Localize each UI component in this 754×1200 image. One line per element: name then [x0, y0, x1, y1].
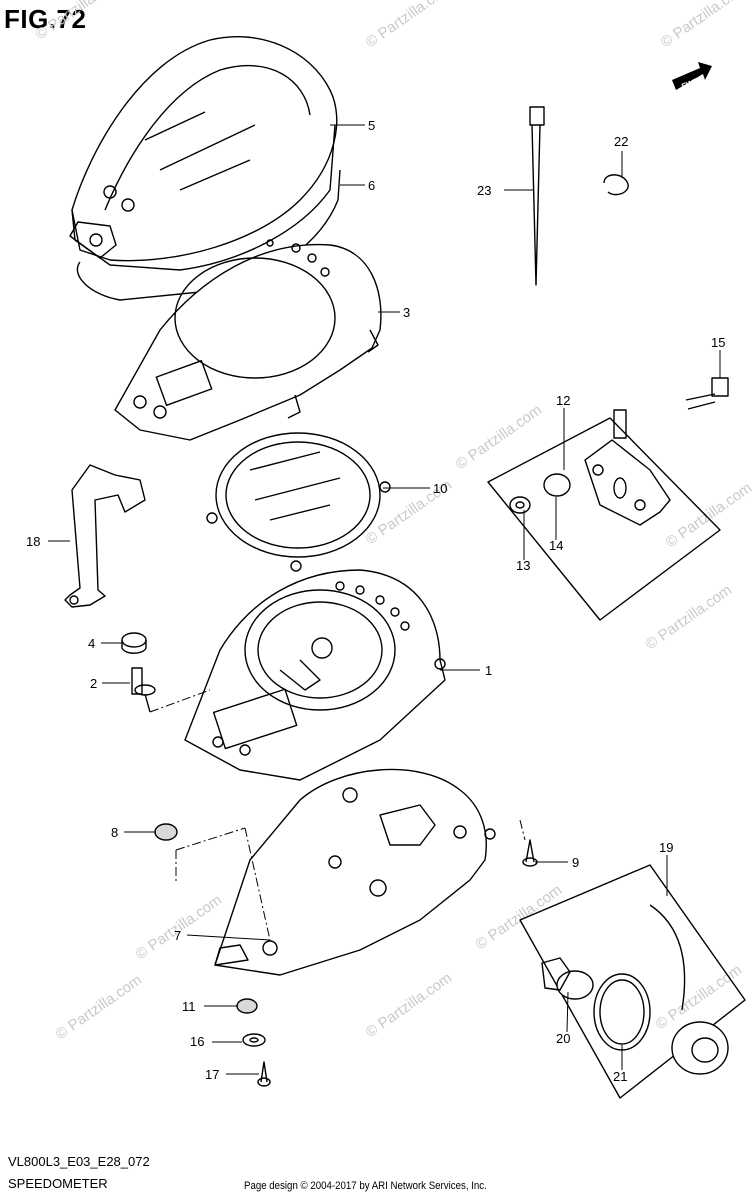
part-9-screw: [522, 839, 538, 867]
callout-15: 15: [711, 335, 725, 350]
watermark: © Partzilla.com: [33, 0, 126, 43]
part-11-grommet: [236, 998, 258, 1014]
callout-19: 19: [659, 840, 673, 855]
callout-14: 14: [549, 538, 563, 553]
watermark: © Partzilla.com: [363, 0, 456, 51]
part-10-lens-ring: [206, 432, 391, 572]
callout-16: 16: [190, 1034, 204, 1049]
leader-lines: [48, 124, 721, 1075]
watermark: © Partzilla.com: [473, 881, 566, 953]
watermark: © Partzilla.com: [658, 0, 751, 51]
part-5-meter-cover: [69, 36, 338, 271]
part-23-cable-tie: [529, 106, 545, 286]
callout-23: 23: [477, 183, 491, 198]
callout-17: 17: [205, 1067, 219, 1082]
part-1-meter-assembly: [184, 569, 446, 781]
callout-10: 10: [433, 481, 447, 496]
callout-18: 18: [26, 534, 40, 549]
fwd-arrow: FWD: [672, 62, 712, 91]
part-4-grommet: [121, 632, 147, 654]
callout-labels: 1 2 3 4 5 6 7 8 9 10 11 12 13 14 15 16 1…: [26, 118, 725, 1084]
part-19-sensor-box: [519, 864, 746, 1099]
part-12-lamp-assembly-box: [487, 409, 721, 621]
watermark: © Partzilla.com: [663, 479, 754, 551]
watermark: © Partzilla.com: [363, 969, 456, 1041]
part-7-lower-case: [214, 768, 496, 976]
part-8-plug: [154, 823, 178, 841]
callout-6: 6: [368, 178, 375, 193]
part-18-bracket: [64, 464, 146, 608]
watermark: © Partzilla.com: [643, 581, 736, 653]
callout-11: 11: [182, 999, 196, 1014]
callout-12: 12: [556, 393, 570, 408]
figure-code: VL800L3_E03_E28_072: [8, 1154, 150, 1169]
figure-name: SPEEDOMETER: [8, 1176, 108, 1191]
watermark: © Partzilla.com: [453, 401, 546, 473]
part-2-collar: [131, 667, 156, 713]
callout-8: 8: [111, 825, 118, 840]
watermark: © Partzilla.com: [53, 971, 146, 1043]
callout-4: 4: [88, 636, 95, 651]
callout-20: 20: [556, 1031, 570, 1046]
callout-21: 21: [613, 1069, 627, 1084]
callout-22: 22: [614, 134, 628, 149]
callout-1: 1: [485, 663, 492, 678]
part-16-washer: [242, 1033, 266, 1047]
part-17-screw: [257, 1061, 271, 1087]
callout-7: 7: [174, 928, 181, 943]
part-22-clamp: [603, 174, 629, 196]
callout-13: 13: [516, 558, 530, 573]
copyright-notice: Page design © 2004-2017 by ARI Network S…: [244, 1180, 487, 1192]
guide-lines: [149, 689, 526, 941]
exploded-parts-diagram: © Partzilla.com © Partzilla.com © Partzi…: [26, 0, 754, 1099]
callout-9: 9: [572, 855, 579, 870]
callout-5: 5: [368, 118, 375, 133]
part-15-bolt: [685, 377, 729, 410]
callout-3: 3: [403, 305, 410, 320]
part-3-bezel: [114, 239, 382, 441]
figure-title: FIG.72: [4, 4, 87, 34]
callout-2: 2: [90, 676, 97, 691]
